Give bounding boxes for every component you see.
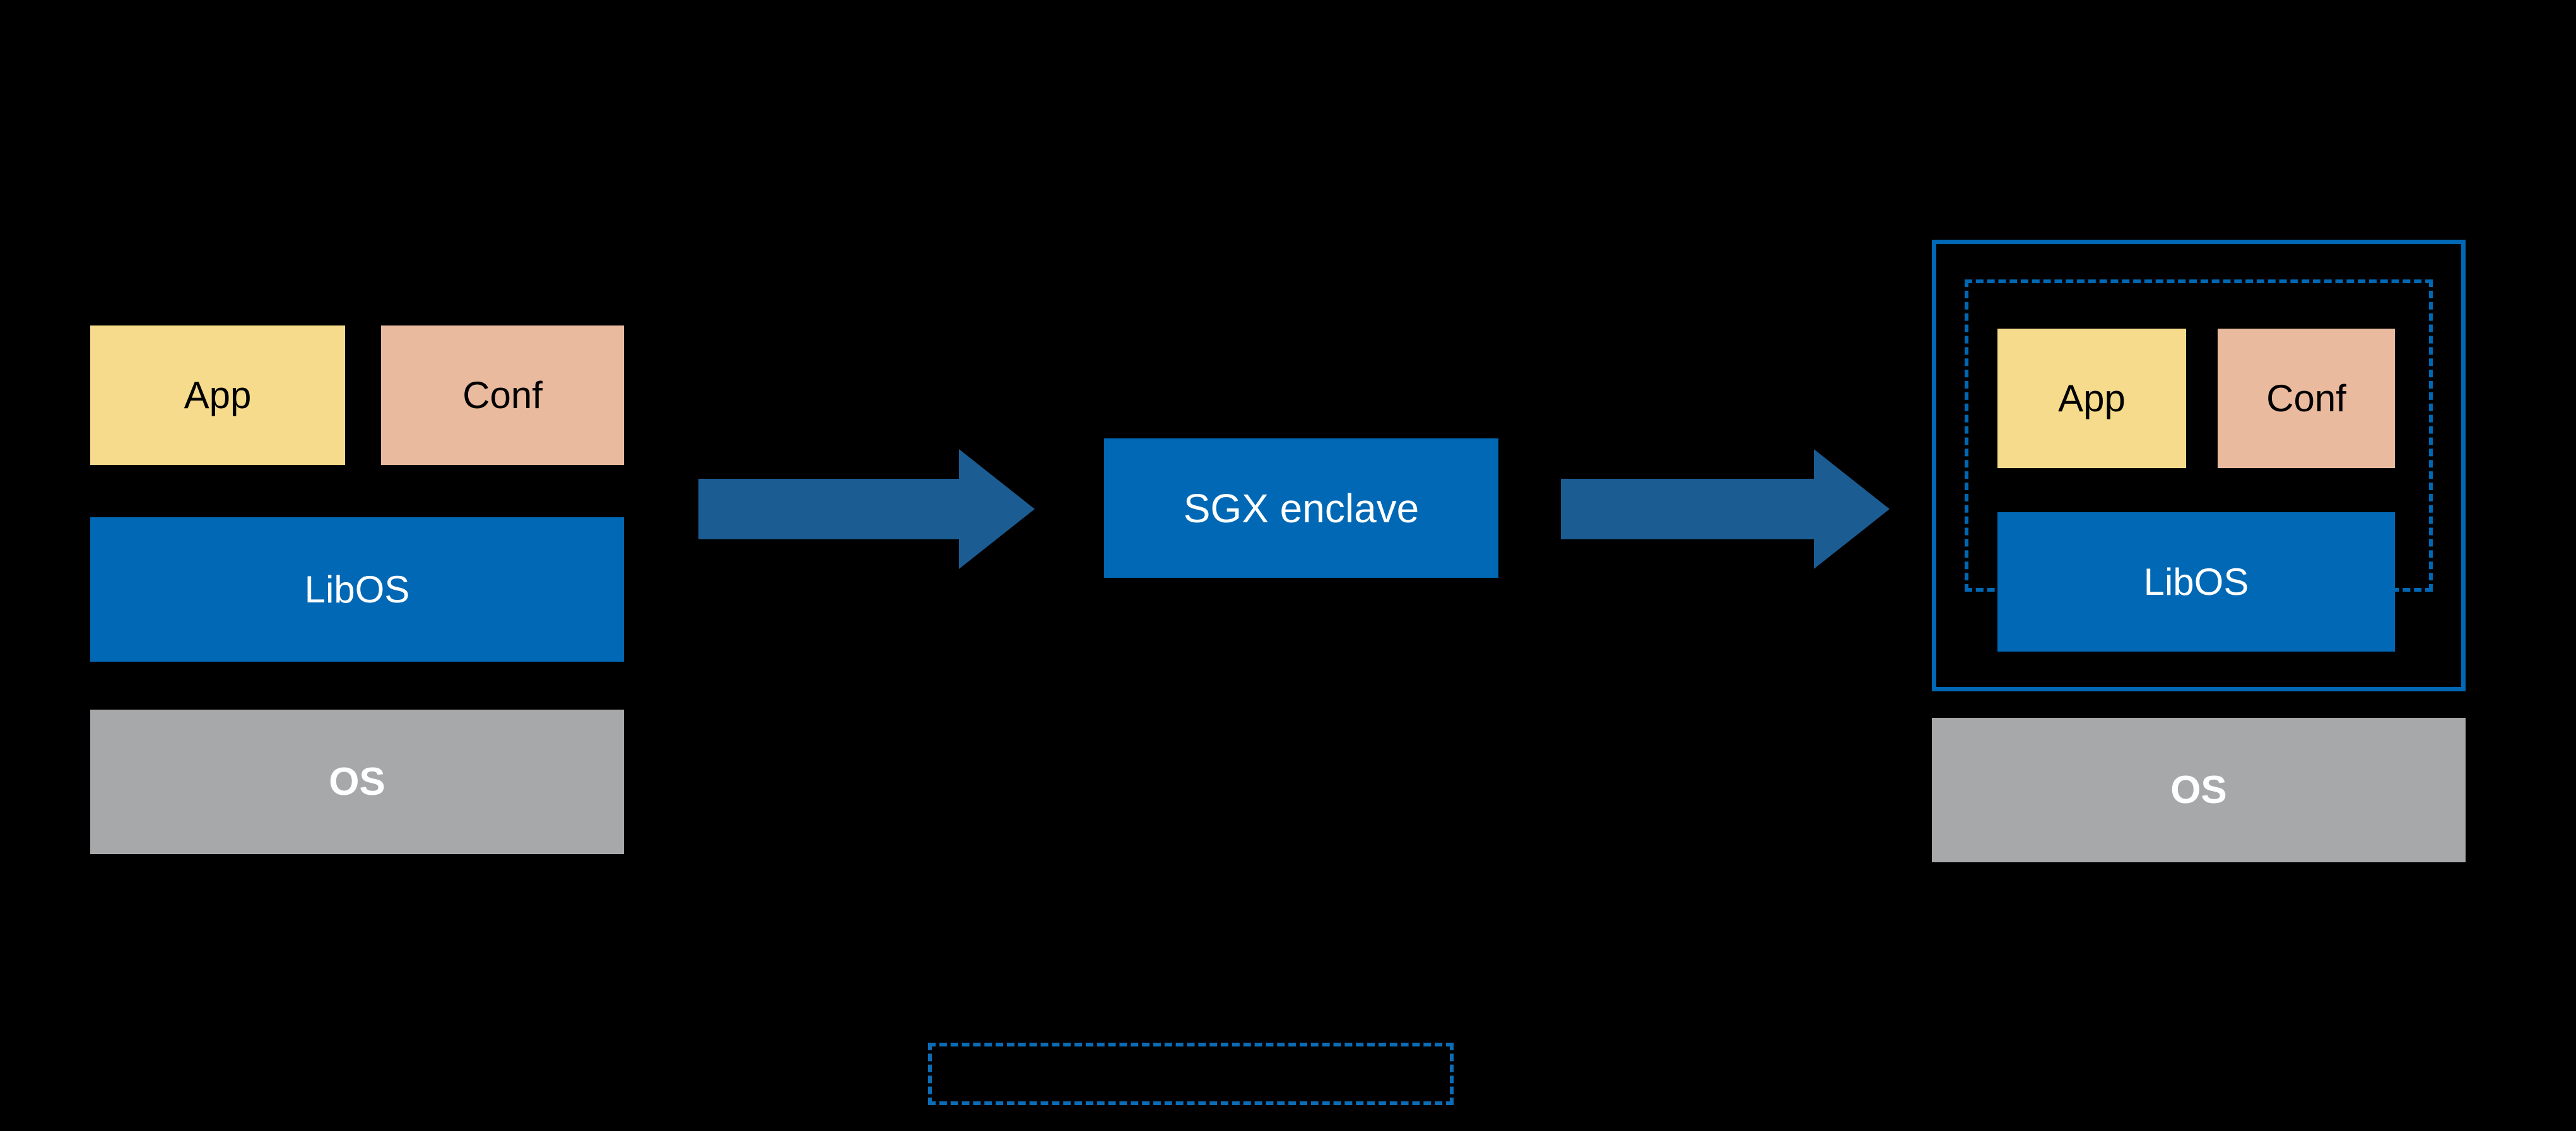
right-libos-label: LibOS bbox=[2143, 561, 2249, 603]
right-app-box: App bbox=[1997, 329, 2186, 468]
right-os-label: OS bbox=[2170, 768, 2227, 812]
right-conf-box: Conf bbox=[2218, 329, 2395, 468]
right-app-label: App bbox=[2058, 377, 2126, 419]
left-conf-label: Conf bbox=[462, 374, 543, 416]
sgx-enclave-label: SGX enclave bbox=[1183, 485, 1420, 531]
right-conf-label: Conf bbox=[2266, 377, 2346, 419]
arrow-shaft bbox=[698, 479, 959, 539]
right-os-box: OS bbox=[1932, 718, 2466, 862]
arrow-sgx-to-right bbox=[1561, 449, 1890, 569]
right-enclave-container-border bbox=[1932, 240, 2466, 691]
arrow-head-icon bbox=[959, 449, 1035, 569]
left-libos-label: LibOS bbox=[304, 568, 410, 611]
left-os-box: OS bbox=[90, 710, 624, 854]
legend-dashed-box bbox=[928, 1043, 1454, 1105]
left-app-box: App bbox=[90, 325, 345, 465]
left-conf-box: Conf bbox=[381, 325, 624, 465]
arrow-left-to-sgx bbox=[698, 449, 1035, 569]
left-libos-box: LibOS bbox=[90, 517, 624, 662]
arrow-shaft bbox=[1561, 479, 1814, 539]
left-os-label: OS bbox=[329, 760, 385, 804]
left-app-label: App bbox=[184, 374, 252, 416]
arrow-head-icon bbox=[1814, 449, 1890, 569]
sgx-enclave-box: SGX enclave bbox=[1104, 438, 1498, 578]
right-libos-box: LibOS bbox=[1997, 512, 2395, 652]
